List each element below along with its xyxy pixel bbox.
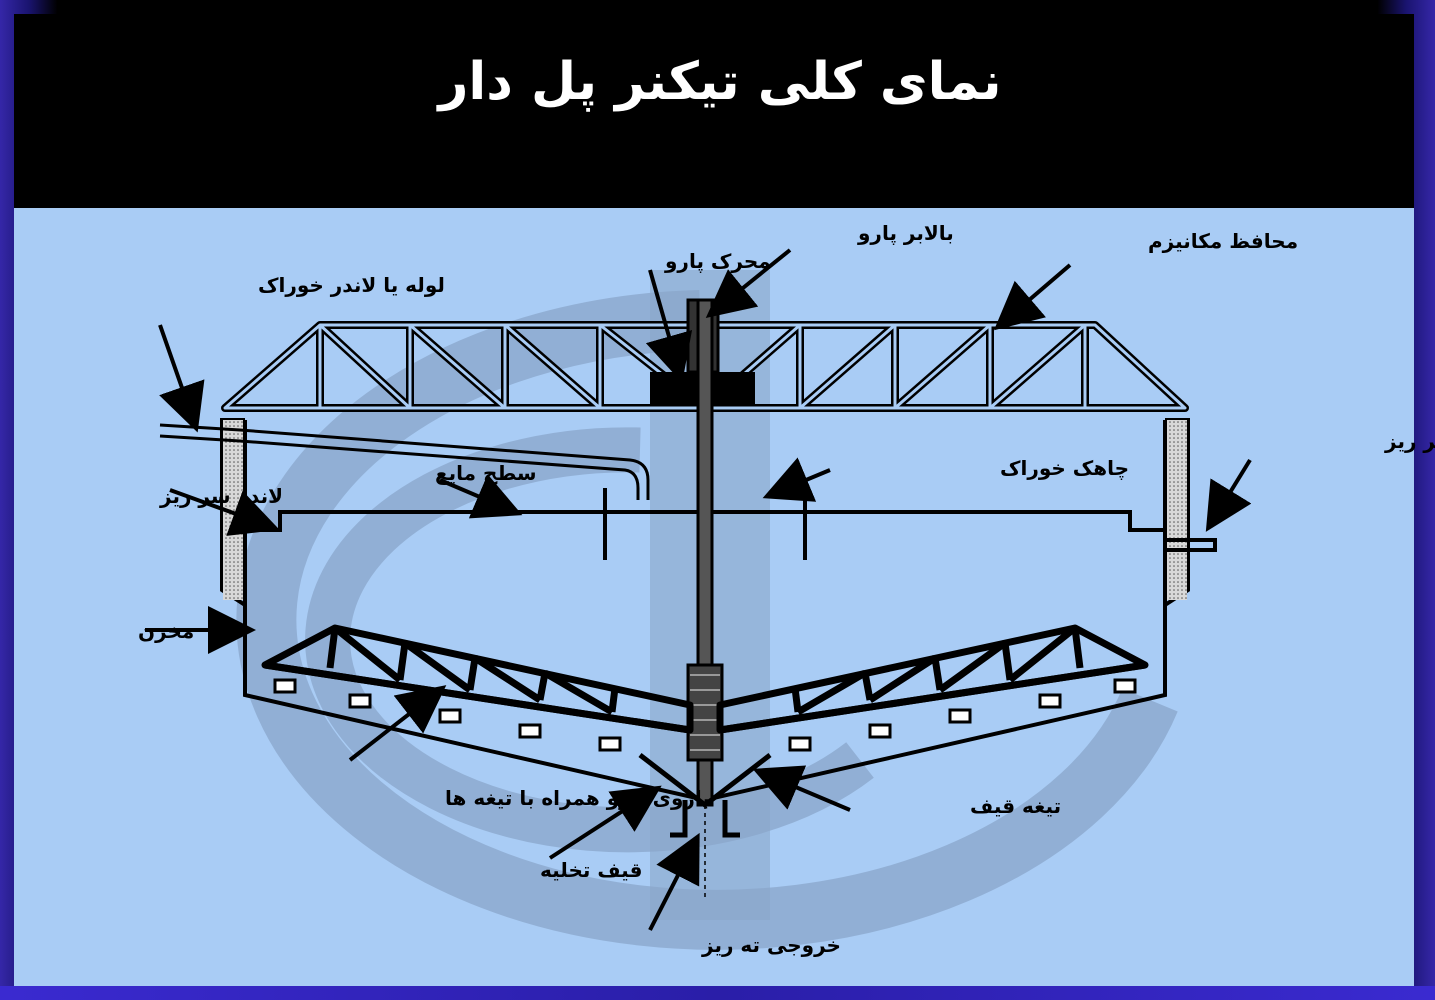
label-guard: محافظ مکانیزم (1148, 229, 1298, 253)
rake-arm-left (261, 624, 694, 734)
title-bar (14, 14, 1414, 209)
slide-title: نمای کلی تیکنر پل دار (438, 52, 1002, 112)
label-pipe-feed: لوله یا لاندر خوراک (258, 273, 445, 297)
label-motor: محرک پارو (664, 249, 771, 274)
label-rake-arm: بازوی پارو همراه با تیغه ها (445, 786, 710, 811)
label-lift: بالابر پارو (857, 221, 954, 246)
label-overflow-launder: لاندر سر ریز (159, 484, 283, 508)
rake-blades (273, 678, 1137, 752)
label-underflow-outlet: خروجی ته ریز (701, 933, 841, 957)
tank-wall-right (1167, 420, 1187, 600)
label-liquid-level: سطح مایع (435, 461, 537, 485)
label-overflow-outlet: خروجی سر ریز (1384, 429, 1435, 453)
label-cone-blade: تیغه قیف (970, 794, 1061, 818)
bottom-strip (0, 986, 1435, 1000)
label-arrows (145, 248, 1252, 931)
rake-arm-right (716, 624, 1149, 734)
feed-pipe (159, 423, 650, 500)
label-feed-well: چاهک خوراک (1000, 456, 1129, 481)
label-discharge-cone: قیف تخلیه (540, 858, 642, 882)
label-tank: مخزن (138, 619, 194, 643)
